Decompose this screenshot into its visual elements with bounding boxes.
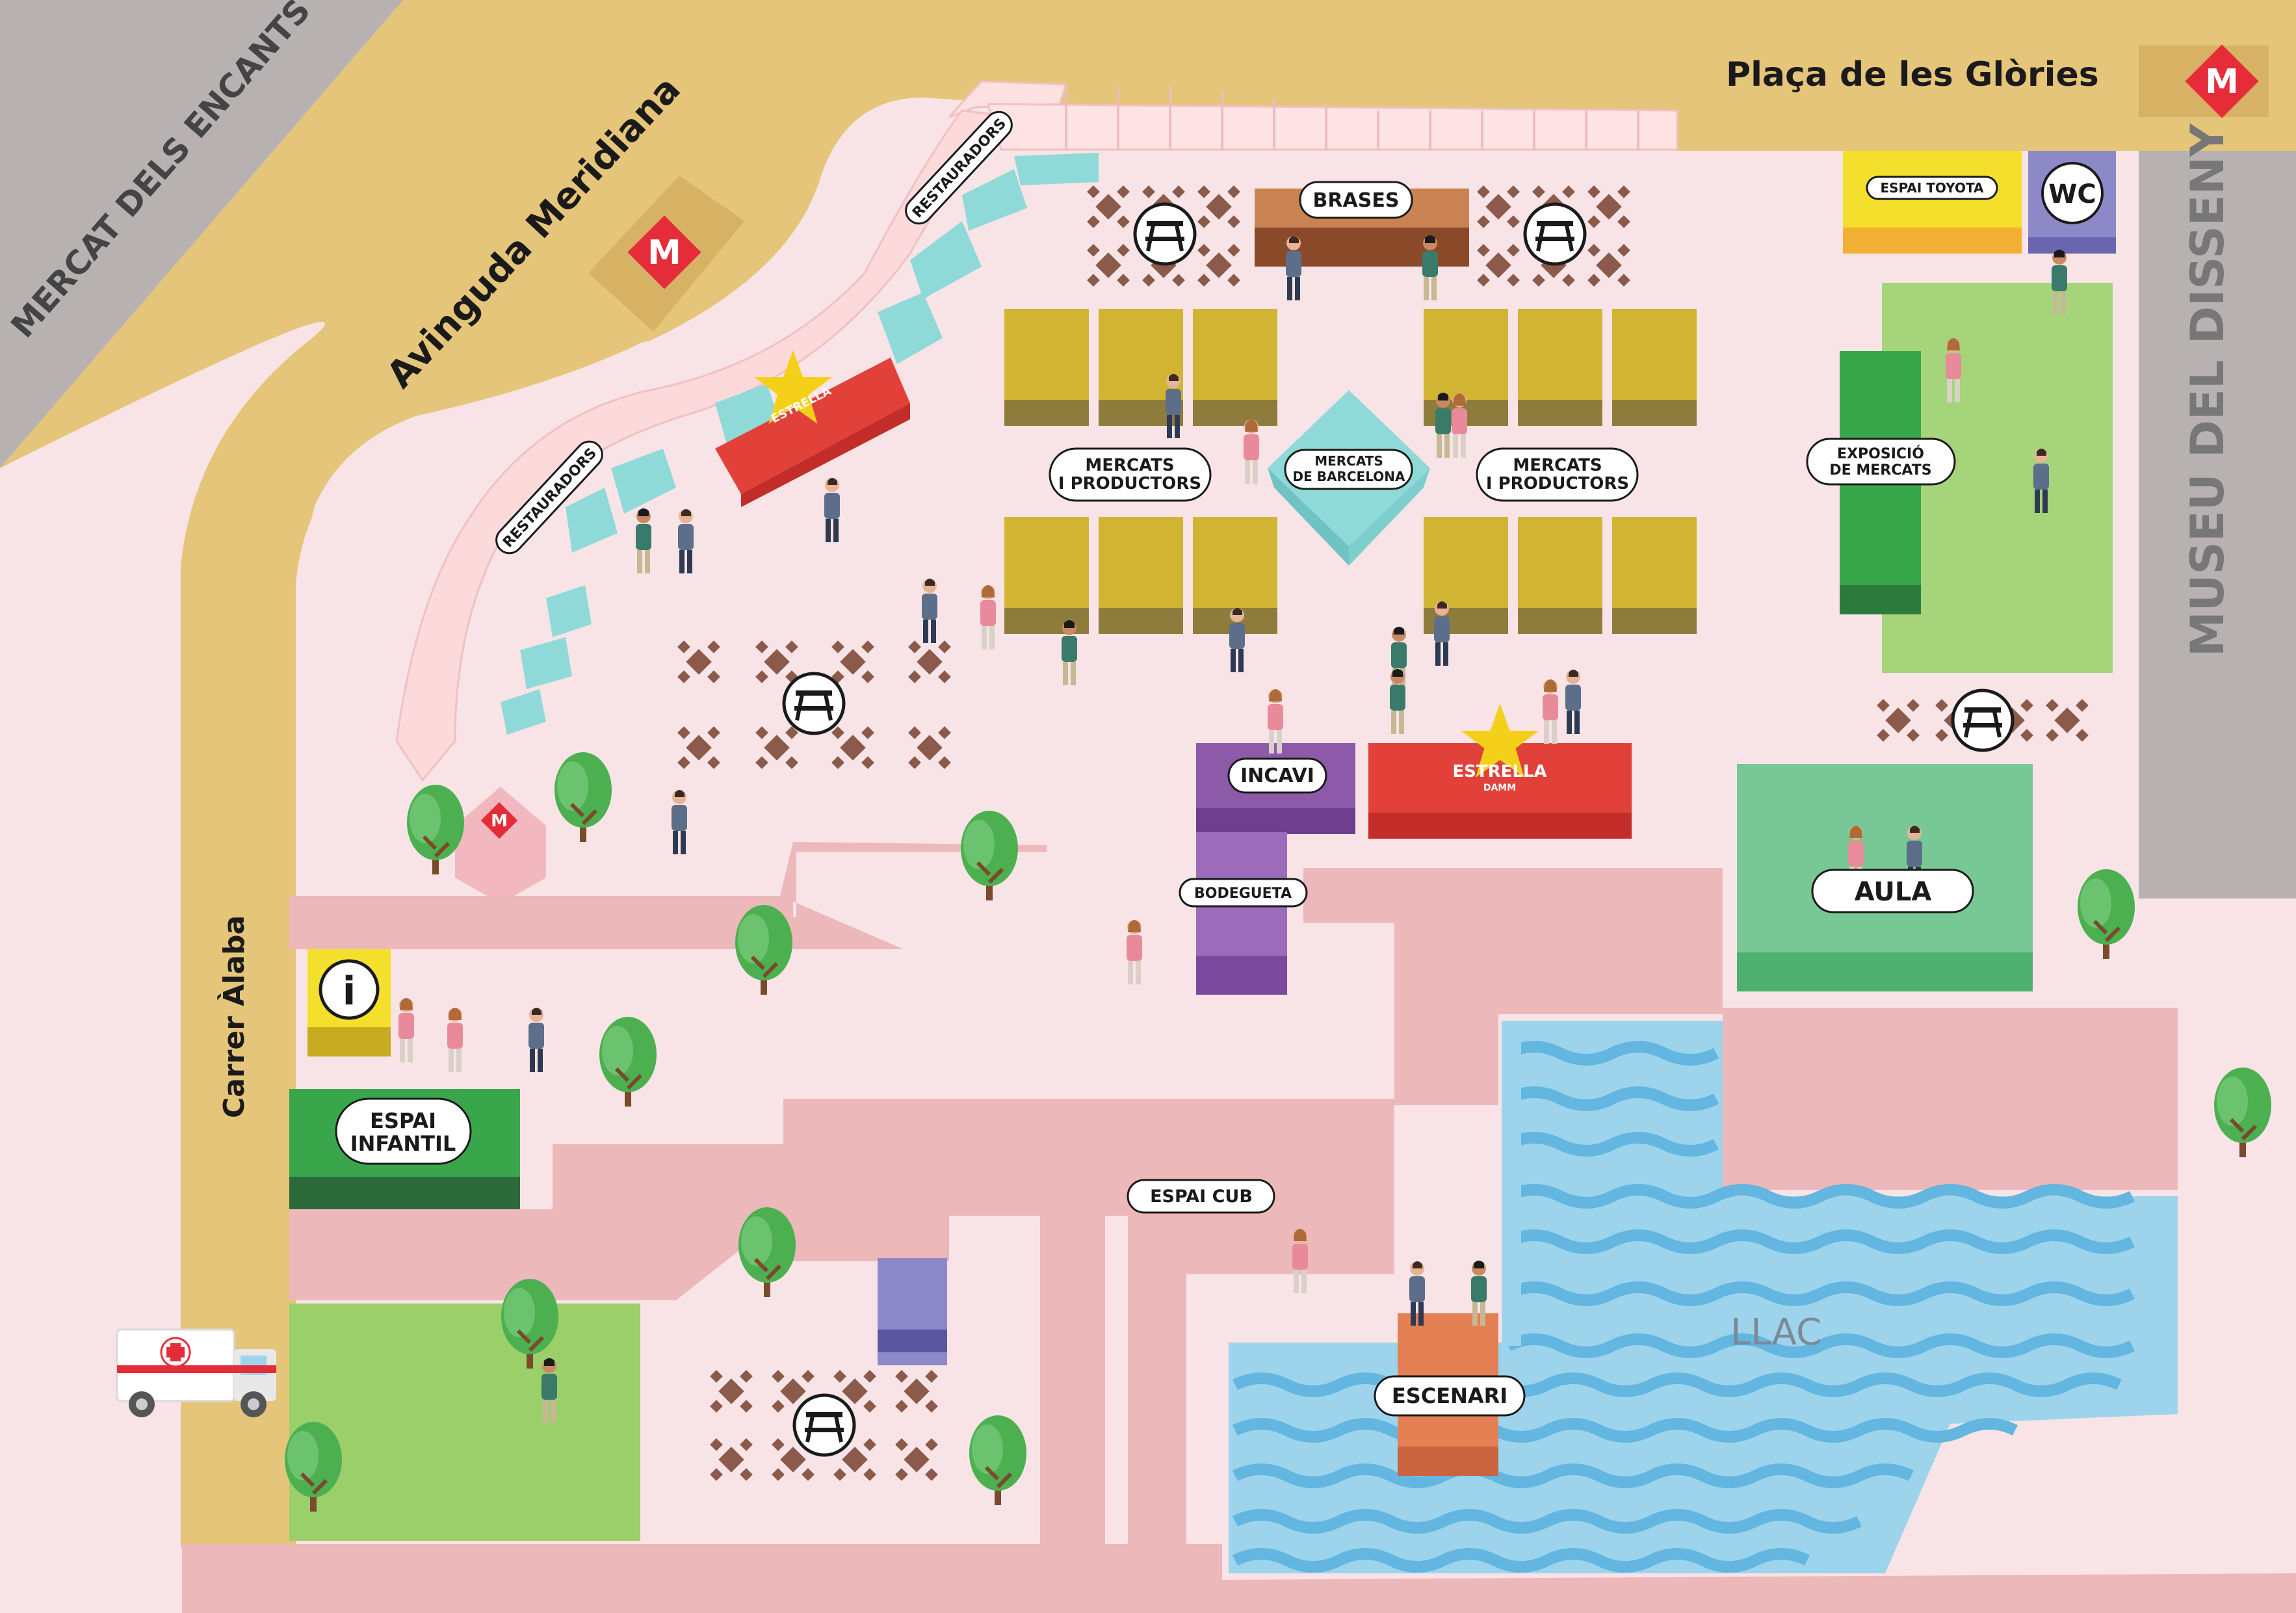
wc-label: WC <box>2048 179 2096 209</box>
exposicio-line2: DE MERCATS <box>1829 462 1931 479</box>
blue-kiosk <box>878 1258 947 1365</box>
incavi-label: INCAVI <box>1240 765 1314 787</box>
incavi-block <box>1196 743 1355 834</box>
picnic-table-icon <box>794 1395 854 1455</box>
museu-disseny-label: MUSEU DEL DISSENY <box>2181 123 2234 657</box>
picnic-table-icon <box>1135 204 1195 264</box>
metro-glories <box>2139 44 2269 118</box>
brases-label: BRASES <box>1313 189 1400 212</box>
bodegueta-label: BODEGUETA <box>1194 885 1292 902</box>
exposicio-line1: EXPOSICIÓ <box>1837 445 1924 462</box>
museu-disseny-block <box>2139 151 2296 898</box>
estrella-stand: ESTRELLA DAMM <box>1368 703 1632 839</box>
restaurant-roofs <box>501 153 1099 735</box>
mercats-productors-1-line2: I PRODUCTORS <box>1058 474 1201 493</box>
ambulance-icon <box>116 1328 276 1417</box>
aula-block <box>1737 764 2033 991</box>
estrella-restaurant <box>715 350 910 507</box>
bodegueta-block <box>1196 832 1287 995</box>
mercats-productors-2-line1: MERCATS <box>1513 456 1602 475</box>
picnic-table-icon <box>1525 204 1585 264</box>
mercats-barcelona-line2: DE BARCELONA <box>1293 469 1405 484</box>
placa-glories-label: Plaça de les Glòries <box>1726 55 2099 94</box>
picnic-table-icon <box>1953 690 2013 750</box>
mercat-encants-block <box>0 0 403 468</box>
info-icon: i <box>343 969 356 1014</box>
info-point: i <box>307 949 391 1056</box>
mercats-productors-2-line2: I PRODUCTORS <box>1486 474 1629 493</box>
estrella-stand-brand: ESTRELLA <box>1452 762 1546 781</box>
aula-label: AULA <box>1855 877 1932 907</box>
llac-label: LLAC <box>1730 1311 1821 1354</box>
estrella-stand-brand-sub: DAMM <box>1483 783 1516 793</box>
espai-toyota-label: ESPAI TOYOTA <box>1880 180 1984 196</box>
market-stalls <box>1004 309 1697 634</box>
stall-dividers <box>1065 85 1639 150</box>
picnic-table-icon <box>784 674 844 733</box>
area-labels: RESTAURADORS RESTAURADORS BRASES ESPAI T… <box>335 111 2104 1417</box>
metro-park <box>455 787 546 904</box>
mercats-productors-1-line1: MERCATS <box>1085 456 1174 475</box>
espai-infantil-line1: ESPAI <box>370 1108 436 1133</box>
espai-infantil-line2: INFANTIL <box>350 1131 456 1156</box>
mercats-barcelona-line1: MERCATS <box>1314 453 1383 469</box>
escenari-label: ESCENARI <box>1392 1384 1507 1408</box>
south-lawn <box>289 1304 640 1541</box>
espai-cub-label: ESPAI CUB <box>1150 1187 1253 1207</box>
metro-meridiana <box>588 176 744 332</box>
carrer-alaba-label: Carrer Àlaba <box>216 915 251 1118</box>
pink-paths <box>182 842 2296 1613</box>
espai-toyota-block <box>1843 151 2022 254</box>
